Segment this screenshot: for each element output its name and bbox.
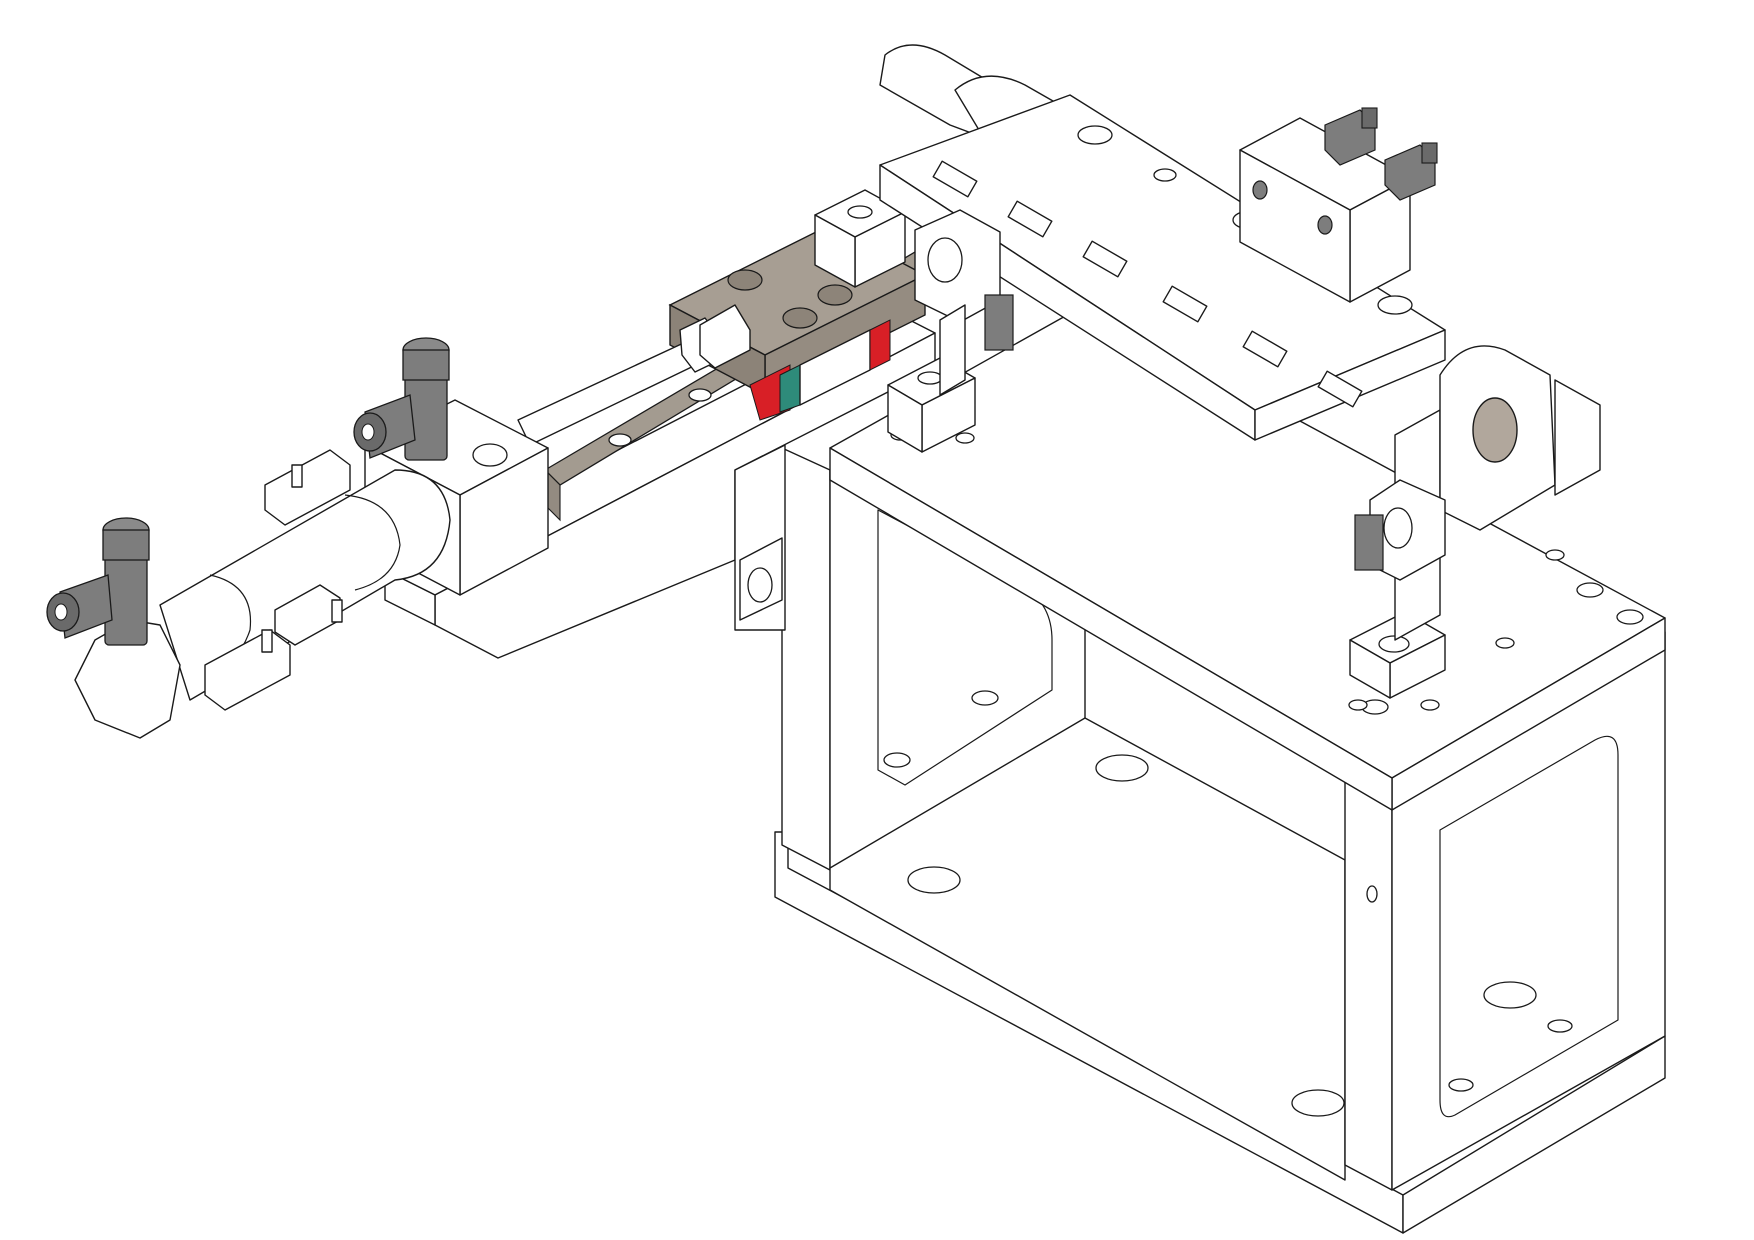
floor-hole-1 bbox=[1095, 754, 1149, 782]
sensor-button-2 bbox=[1317, 215, 1333, 235]
right-window-hole-2 bbox=[1547, 1019, 1573, 1033]
sensor-block bbox=[1239, 107, 1438, 303]
top-plate-hole-9 bbox=[955, 432, 975, 444]
top-plate-hole-2 bbox=[1576, 582, 1604, 598]
slide-hole-1 bbox=[727, 269, 763, 291]
sensor-clamp-1 bbox=[264, 449, 351, 526]
lever-foot-side bbox=[887, 384, 923, 453]
slot-5 bbox=[1242, 330, 1288, 368]
rail-hole-2 bbox=[688, 388, 712, 402]
sensor-button-1 bbox=[1252, 180, 1268, 200]
arm-side bbox=[384, 569, 436, 626]
sensor-connector-2-tip bbox=[1421, 142, 1438, 164]
floor-hole-5 bbox=[971, 690, 999, 706]
fitting-2-port-bore bbox=[54, 603, 68, 621]
lever-bar bbox=[879, 44, 1446, 571]
fitting-1-port-bore bbox=[361, 423, 375, 441]
top-plate-hole-7 bbox=[1348, 699, 1368, 711]
stud-2 bbox=[1354, 514, 1384, 571]
pivot-plate bbox=[1554, 379, 1601, 496]
fitting-2-top bbox=[102, 529, 150, 561]
head-block-hole bbox=[472, 443, 508, 467]
lever-foot-hole bbox=[917, 371, 943, 385]
rod-coupling bbox=[699, 304, 751, 369]
carriage-red-seal-2 bbox=[869, 319, 891, 371]
pin-hole bbox=[1366, 885, 1378, 903]
pivot-foot-hole bbox=[1378, 635, 1410, 653]
pivot-bracket bbox=[1349, 345, 1601, 699]
bar-hole-5 bbox=[1377, 295, 1413, 315]
bar-hole-1 bbox=[1077, 125, 1113, 145]
pneumatic-cylinder bbox=[74, 304, 751, 739]
right-window-hole-3 bbox=[1448, 1078, 1474, 1092]
floor-hole-3 bbox=[1291, 1089, 1345, 1117]
fitting-1-top bbox=[402, 349, 450, 381]
floor-hole-4 bbox=[883, 752, 911, 768]
arm-end-block-hole bbox=[847, 205, 873, 219]
top-plate-hole-4 bbox=[1495, 637, 1515, 649]
slide-hole-3 bbox=[817, 284, 853, 306]
slot-2 bbox=[1007, 200, 1053, 238]
base-plinth-front bbox=[1402, 1035, 1666, 1234]
floor-hole-2 bbox=[907, 866, 961, 894]
barrel-band-1 bbox=[344, 494, 401, 591]
stud-1 bbox=[984, 294, 1014, 351]
top-plate-hole-5 bbox=[1545, 549, 1565, 561]
cylinder-barrel bbox=[159, 469, 451, 701]
lever-post bbox=[939, 304, 966, 396]
base-frame bbox=[774, 304, 1666, 1234]
slot-1 bbox=[932, 160, 978, 198]
slot-4 bbox=[1162, 285, 1208, 323]
slide-hole-2 bbox=[782, 307, 818, 329]
sensor-pin-2 bbox=[261, 629, 273, 653]
top-plate-hole-6 bbox=[1420, 699, 1440, 711]
sensor-connector-1-tip bbox=[1361, 107, 1378, 129]
sensor-pin-1 bbox=[291, 464, 303, 488]
sensor-block-side bbox=[1239, 149, 1351, 303]
arm-end-block-side bbox=[814, 214, 856, 288]
base-left-panel bbox=[781, 447, 831, 871]
top-plate-hole-3 bbox=[1616, 609, 1644, 625]
arm-tab-hole bbox=[747, 567, 773, 603]
slot-6 bbox=[1317, 370, 1363, 408]
sensor-pin-3 bbox=[331, 599, 343, 623]
pivot-bore bbox=[1472, 397, 1518, 463]
pivot-foot-side bbox=[1349, 639, 1391, 699]
rail-hole-1 bbox=[608, 433, 632, 447]
base-right-column bbox=[1344, 769, 1393, 1191]
pivot-side-hole bbox=[1383, 507, 1413, 549]
top-plate-left bbox=[829, 447, 1393, 811]
bar-hole-2 bbox=[1153, 168, 1177, 182]
slot-3 bbox=[1082, 240, 1128, 278]
push-in-fittings bbox=[46, 337, 450, 646]
lever-left-bracket-hole bbox=[927, 237, 963, 283]
right-window-hole-1 bbox=[1483, 981, 1537, 1009]
right-window-opening bbox=[1439, 735, 1619, 1118]
